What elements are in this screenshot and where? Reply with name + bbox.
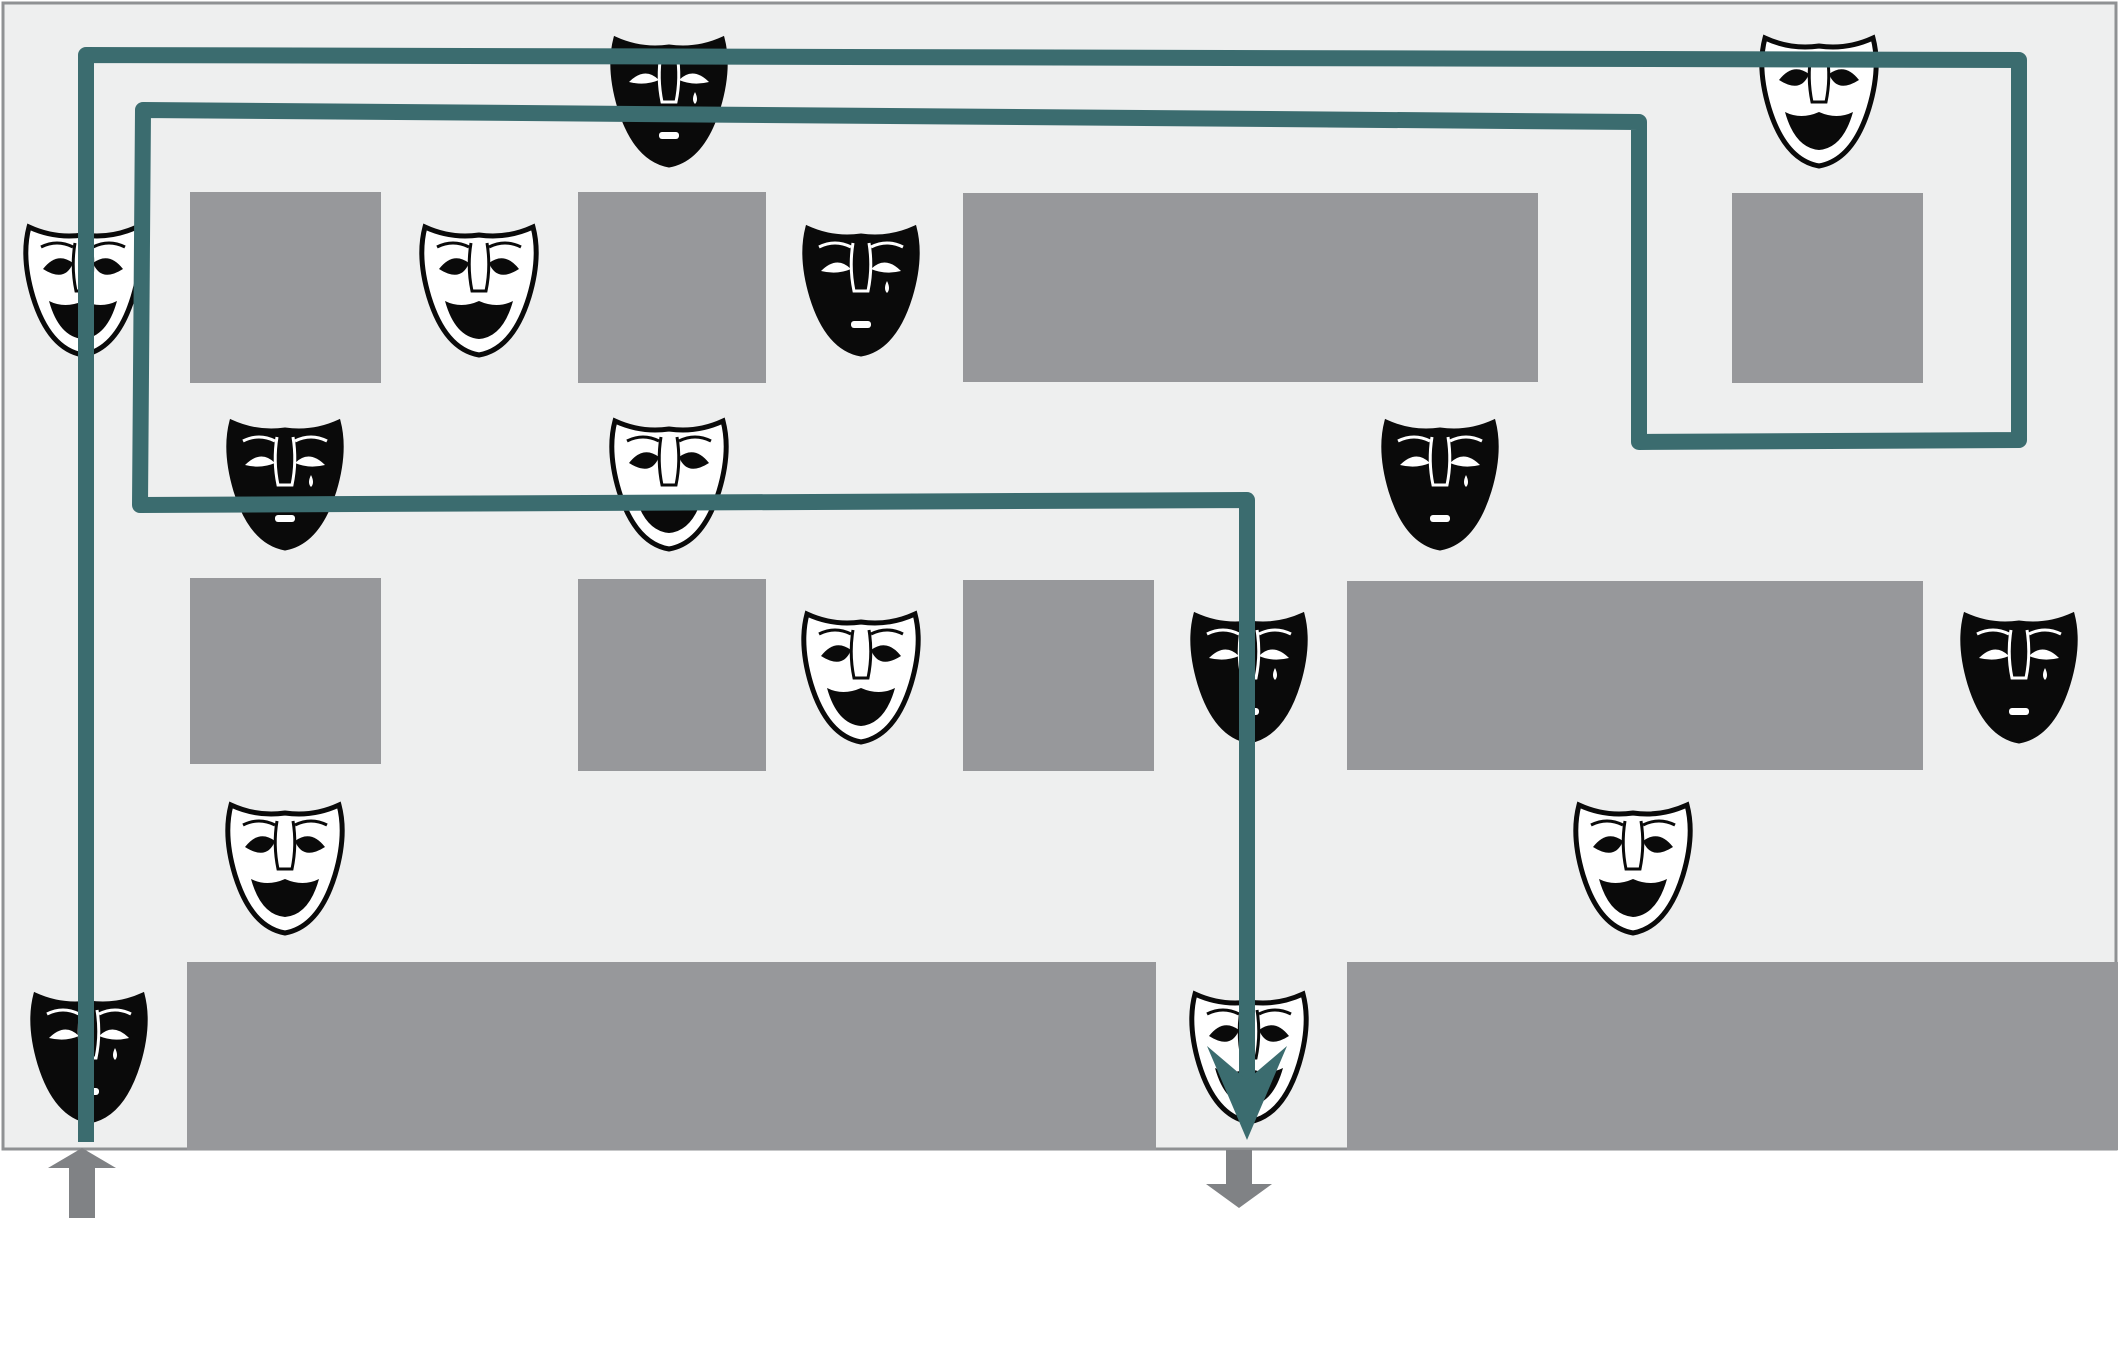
shelf-block xyxy=(963,580,1154,771)
shelf-block xyxy=(578,579,766,771)
exit-arrow-icon xyxy=(1206,1150,1272,1208)
arrowhead-down xyxy=(1207,1046,1287,1140)
shelf-block xyxy=(578,192,766,383)
shelf-block xyxy=(1732,193,1923,383)
shelf-block xyxy=(190,192,381,383)
walking-path-arrow xyxy=(78,47,2027,1142)
shelf-block xyxy=(190,578,381,764)
shelf-block xyxy=(1347,581,1923,770)
shelf-block xyxy=(1347,962,2118,1150)
shelving-blocks xyxy=(187,192,2118,1150)
shelf-block xyxy=(187,962,1156,1150)
entrance-arrow-icon xyxy=(48,1148,116,1218)
shelf-block xyxy=(963,193,1538,382)
